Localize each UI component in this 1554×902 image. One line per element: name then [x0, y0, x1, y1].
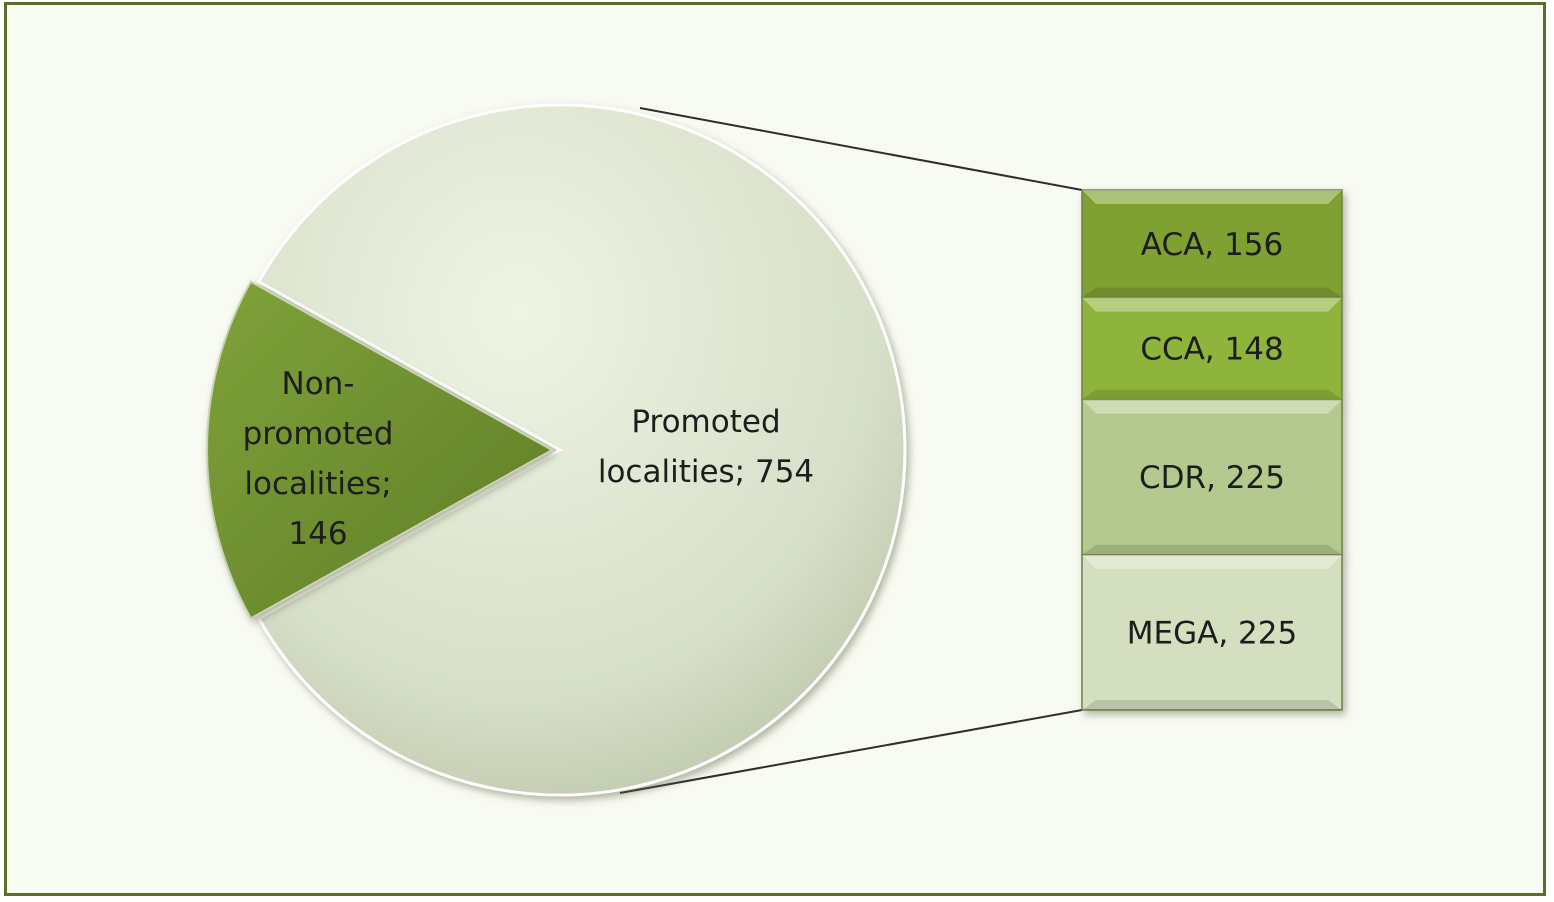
bar-label-cdr: CDR, 225 — [1139, 460, 1285, 496]
bevel-shadow — [1082, 700, 1342, 710]
bar-label-cca: CCA, 148 — [1140, 332, 1283, 368]
bar-segment-cca: CCA, 148 — [1081, 296, 1343, 401]
bevel-shadow — [1082, 287, 1342, 298]
bar-segment-rect — [1081, 189, 1343, 299]
bar-segment-aca: ACA, 156 — [1081, 189, 1343, 299]
bar-label-mega: MEGA, 225 — [1127, 615, 1297, 651]
bar-segment-rect — [1081, 296, 1343, 401]
pie-slice-non-promoted-localities — [206, 280, 555, 620]
bar-segment-rect — [1081, 398, 1343, 556]
bar-segment-cdr: CDR, 225 — [1081, 398, 1343, 556]
connector-line-top — [639, 107, 1083, 191]
bar-label-aca: ACA, 156 — [1141, 227, 1283, 263]
bar-segment-rect — [1081, 554, 1343, 711]
bevel-shadow — [1082, 544, 1342, 555]
bevel-highlight — [1082, 297, 1342, 312]
bevel-highlight — [1082, 190, 1342, 204]
bevel-highlight — [1082, 399, 1342, 414]
bar-segment-mega: MEGA, 225 — [1081, 554, 1343, 711]
bevel-highlight — [1082, 554, 1342, 569]
pie-slice-promoted-localities — [256, 103, 907, 797]
bevel-shadow — [1082, 389, 1342, 400]
connector-lines — [619, 107, 1083, 794]
connector-line-bottom — [619, 709, 1083, 794]
